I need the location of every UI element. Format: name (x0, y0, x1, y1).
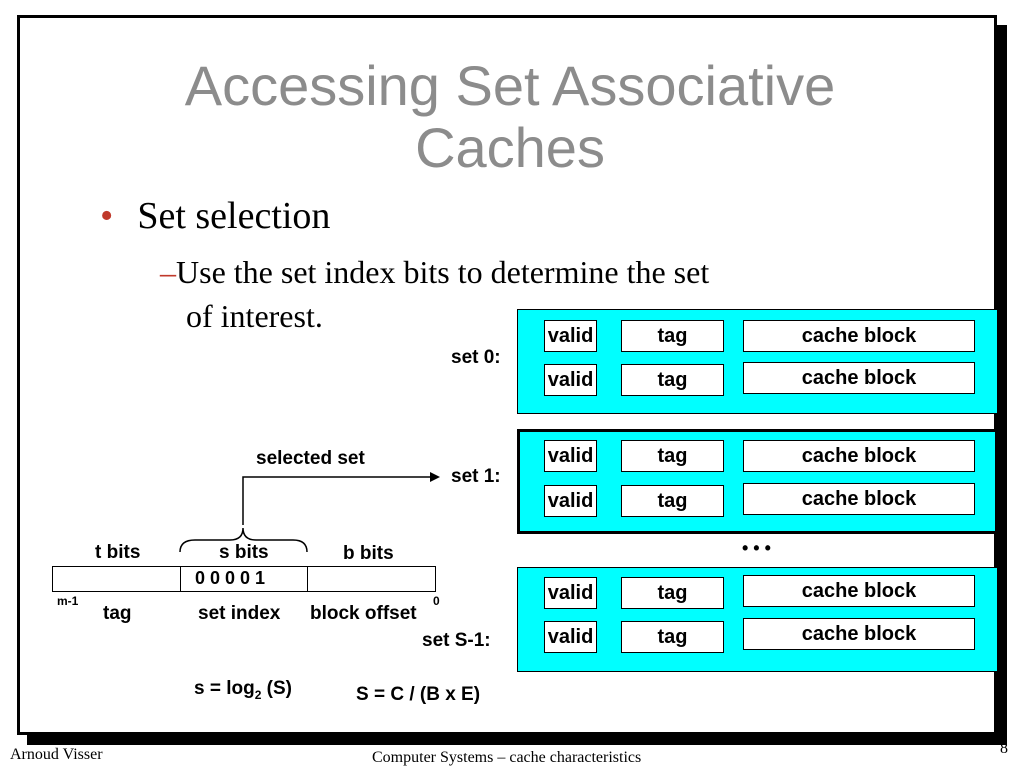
t-bits-label: t bits (95, 542, 141, 563)
set-index-field-name: set index (198, 603, 281, 624)
bullet-dot-icon: • (100, 195, 114, 237)
lsb-label: 0 (433, 594, 440, 608)
msb-label: m-1 (57, 594, 79, 608)
valid-cell: valid (544, 320, 597, 352)
sub-bullet-dash: – (160, 254, 176, 290)
footer-author: Arnoud Visser (10, 746, 103, 763)
s-formula: s = log2 (S) (194, 678, 293, 702)
valid-cell: valid (544, 485, 597, 517)
title-line-1: Accessing Set Associative (184, 54, 836, 117)
footer-course: Computer Systems – cache characteristics (372, 749, 642, 766)
sub-bullet-line-2: of interest. (186, 298, 323, 334)
address-divider (307, 566, 308, 592)
tag-cell: tag (621, 577, 724, 609)
address-divider (180, 566, 181, 592)
b-bits-label: b bits (343, 543, 394, 564)
bullet-text: Set selection (137, 195, 331, 237)
page-number: 8 (1000, 740, 1008, 757)
cache-set-0: valid tag cache block valid tag cache bl… (517, 309, 998, 414)
tag-cell: tag (621, 621, 724, 653)
set-s-minus-1-label: set S-1: (422, 630, 491, 651)
tag-cell: tag (621, 440, 724, 472)
tag-cell: tag (621, 364, 724, 396)
cache-block-cell: cache block (743, 618, 975, 650)
s-formula-subscript: 2 (254, 687, 262, 702)
valid-cell: valid (544, 577, 597, 609)
tag-field-name: tag (103, 603, 132, 624)
valid-cell: valid (544, 621, 597, 653)
valid-cell: valid (544, 440, 597, 472)
set-0-label: set 0: (451, 347, 501, 368)
valid-cell: valid (544, 364, 597, 396)
block-offset-field-name: block offset (310, 603, 417, 624)
slide-title: Accessing Set Associative Caches (60, 55, 960, 179)
title-line-2: Caches (415, 116, 605, 179)
bullet-set-selection: • Set selection (100, 194, 330, 238)
ellipsis: • • • (742, 538, 771, 558)
cache-block-cell: cache block (743, 483, 975, 515)
selected-set-arrow (242, 476, 432, 525)
set-index-value: 0 0 0 0 1 (195, 568, 266, 588)
tag-cell: tag (621, 320, 724, 352)
sub-bullet: –Use the set index bits to determine the… (160, 250, 860, 338)
tag-cell: tag (621, 485, 724, 517)
cache-block-cell: cache block (743, 575, 975, 607)
cache-set-s-minus-1: valid tag cache block valid tag cache bl… (517, 567, 998, 672)
S-formula: S = C / (B x E) (356, 684, 481, 705)
selected-set-label: selected set (256, 448, 365, 469)
s-bits-brace-icon (179, 527, 308, 553)
cache-block-cell: cache block (743, 440, 975, 472)
s-bits-label: s bits (219, 542, 269, 563)
cache-block-cell: cache block (743, 362, 975, 394)
cache-set-1: valid tag cache block valid tag cache bl… (517, 429, 998, 534)
cache-block-cell: cache block (743, 320, 975, 352)
address-bar: 0 0 0 0 1 (52, 566, 436, 592)
set-1-label: set 1: (451, 466, 501, 487)
sub-bullet-line-1: –Use the set index bits to determine the… (160, 254, 710, 290)
arrow-head-icon (430, 472, 440, 482)
